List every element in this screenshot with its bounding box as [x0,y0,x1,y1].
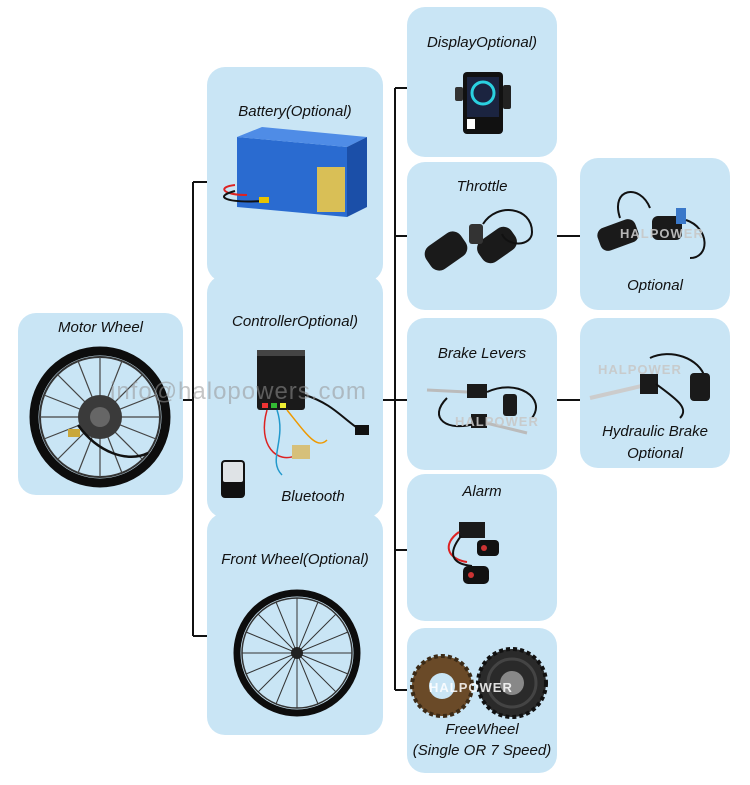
freewheel-speed-label: (Single OR 7 Speed) [412,742,552,759]
front-wheel-image [233,589,361,717]
throttle-option-watermark: HALPOWER [620,226,704,241]
motor-wheel-box: Motor Wheel [18,313,183,495]
hydraulic-brake-optional-label: Optional [627,445,683,462]
alarm-box: Alarm [407,474,557,621]
hydraulic-brake-watermark: HALPOWER [598,362,682,377]
thumb-throttle-image [597,191,706,259]
freewheel-box: HALPOWER FreeWheel (Single OR 7 Speed) [407,628,557,773]
brake-levers-box: Brake Levers HALPOWER [407,318,557,470]
brake-levers-label: Brake Levers [437,345,527,362]
motor-wheel-image [29,346,171,488]
display-label: DisplayOptional) [426,34,538,51]
controller-image [221,350,369,498]
throttle-image [424,209,534,271]
brake-levers-watermark: HALPOWER [455,414,539,429]
front-wheel-box: Front Wheel(Optional) [207,513,383,735]
hydraulic-brake-box: HALPOWER Hydraulic Brake Optional [580,318,730,468]
freewheel-image [410,647,548,719]
battery-label: Battery(Optional) [238,103,352,120]
controller-box: ControllerOptional) Bluetooth [207,275,383,518]
alarm-image [447,522,499,584]
display-image [455,72,511,134]
freewheel-label: FreeWheel [445,721,519,738]
freewheel-watermark: HALPOWER [429,680,513,695]
controller-bluetooth-label: Bluetooth [281,488,345,505]
brake-levers-image [426,384,537,435]
email-watermark: info@halopowers.com [110,378,367,405]
throttle-box: Throttle [407,162,557,310]
throttle-option-label: Optional [627,277,683,294]
battery-box: Battery(Optional) [207,67,383,282]
controller-label: ControllerOptional) [232,313,358,330]
motor-wheel-label: Motor Wheel [57,319,144,336]
display-box: DisplayOptional) [407,7,557,157]
throttle-label: Throttle [456,178,508,195]
throttle-option-box: HALPOWER Optional [580,158,730,310]
front-wheel-label: Front Wheel(Optional) [221,551,369,568]
hydraulic-brake-image [589,353,710,419]
battery-image [223,127,367,217]
alarm-label: Alarm [462,483,502,500]
hydraulic-brake-label: Hydraulic Brake [602,423,708,440]
